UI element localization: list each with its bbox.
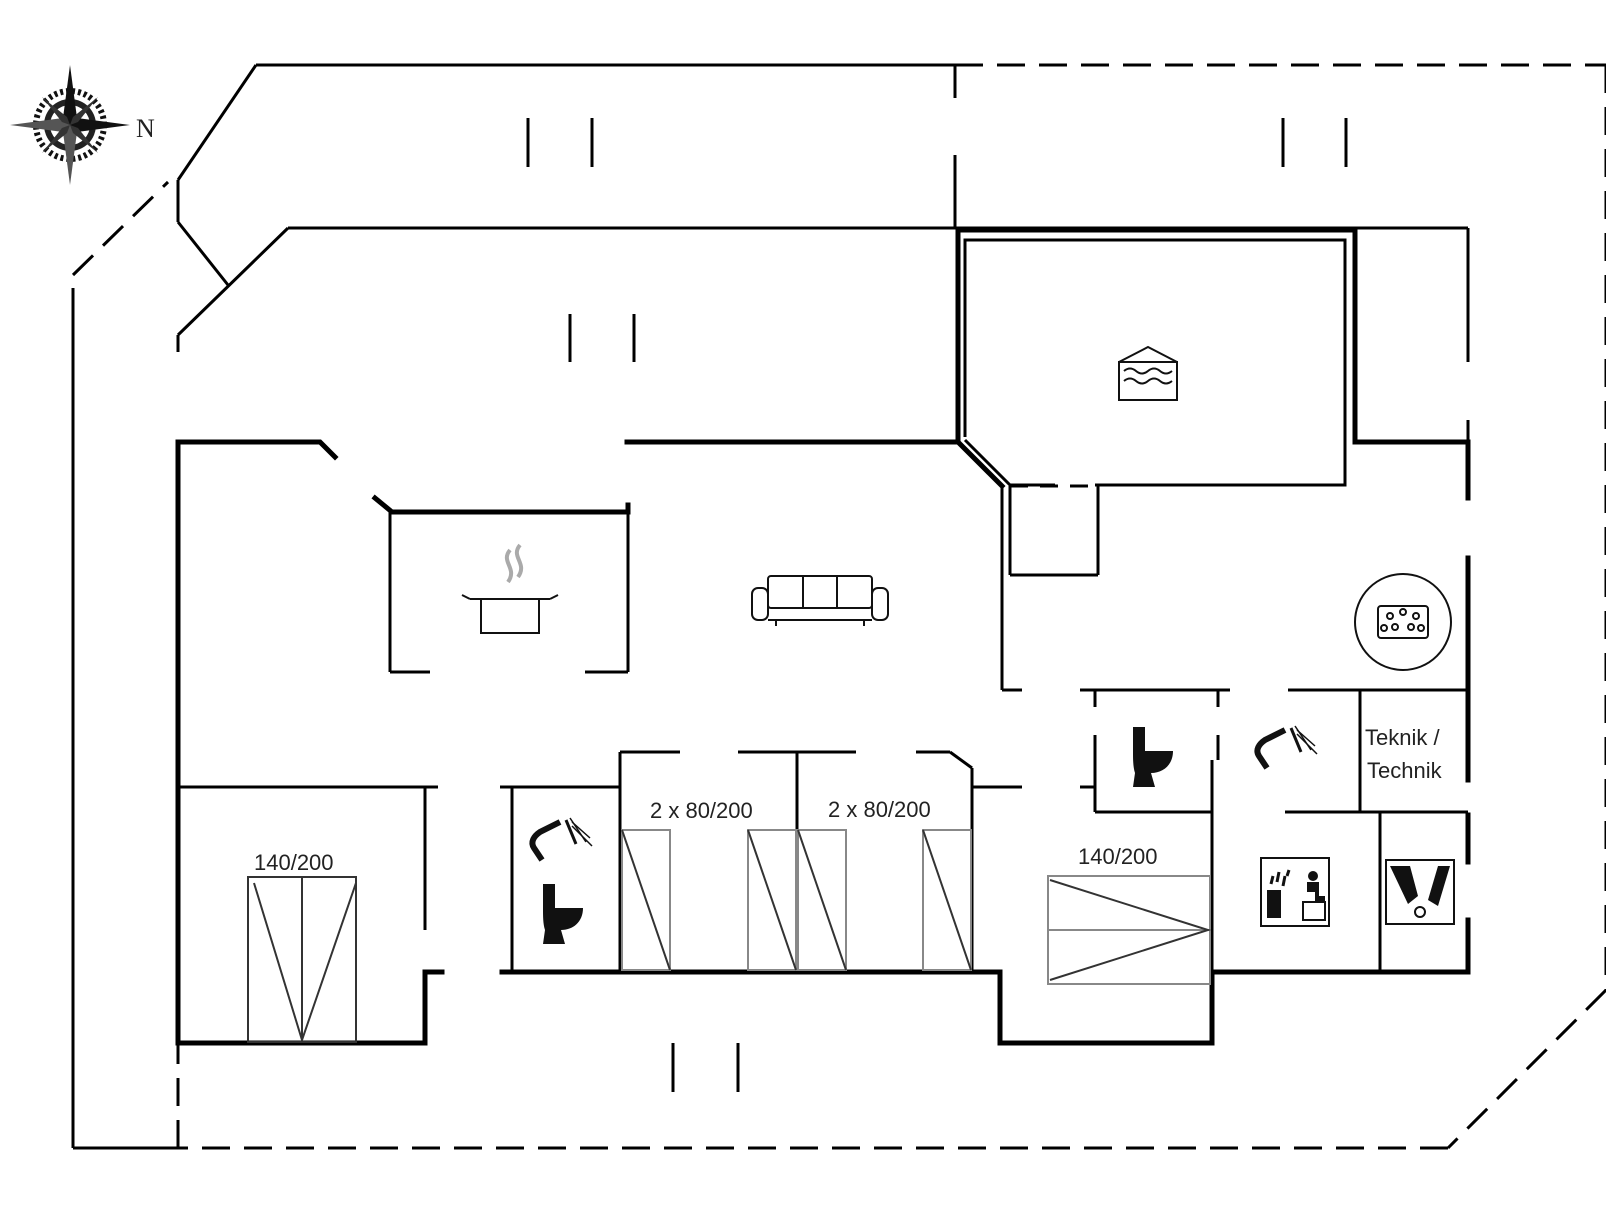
sauna-icon	[1260, 857, 1330, 927]
toilet-icon	[543, 884, 583, 944]
utility-partitions	[1080, 688, 1468, 972]
bed-right	[1047, 875, 1212, 985]
north-label: N	[136, 114, 155, 143]
pool-icon	[1118, 345, 1178, 401]
toilet-icon	[1133, 727, 1173, 787]
bed-label-right: 140/200	[1078, 844, 1158, 869]
bed-label-mid1: 2 x 80/200	[650, 798, 753, 823]
house-walls	[175, 439, 1471, 1046]
bed-mid2	[797, 829, 972, 971]
bed-left	[247, 876, 357, 1044]
compass-rose-icon	[10, 65, 130, 185]
inner-terrace-line	[176, 226, 1470, 440]
technical-room-label-2: Technik	[1367, 758, 1443, 783]
technical-room-label-1: Teknik /	[1365, 725, 1440, 750]
shower-icon	[1254, 725, 1318, 770]
pillar-markers	[526, 118, 1348, 1092]
kitchen	[371, 494, 631, 674]
cooking-pot-icon	[461, 543, 559, 634]
pool	[954, 227, 1471, 692]
whirlpool-icon	[1354, 573, 1452, 671]
shower-icon	[529, 817, 593, 862]
bed-mid1	[621, 829, 797, 971]
terrace-boundary	[71, 63, 1606, 1150]
sofa-icon	[751, 575, 889, 626]
bed-label-left: 140/200	[254, 850, 334, 875]
washer-icon	[1385, 859, 1455, 925]
bed-label-mid2: 2 x 80/200	[828, 797, 931, 822]
